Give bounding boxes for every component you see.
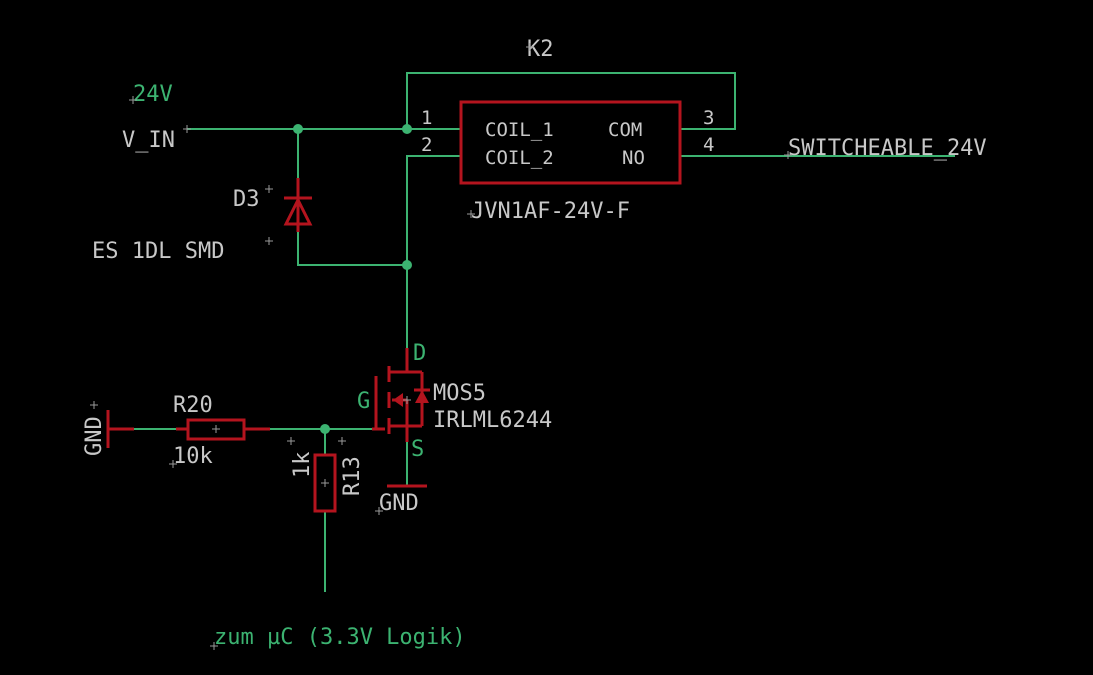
diode-name-label: D3 (233, 187, 260, 212)
ground-bottom[interactable]: GND (379, 484, 427, 516)
relay-pin-4-number: 4 (703, 134, 714, 156)
supply-name-label: V_IN (122, 128, 175, 153)
diode-triangle (283, 196, 313, 226)
origin-cross (90, 401, 98, 409)
input-net-label: zum µC (3.3V Logik) (214, 625, 466, 650)
origin-cross (375, 507, 383, 515)
ground-left[interactable]: GND (82, 410, 134, 456)
relay-pin-3-number: 3 (703, 107, 714, 129)
diode-d3[interactable]: D3 ES 1DL SMD (92, 178, 313, 264)
origin-cross (210, 642, 218, 650)
relay-k2[interactable]: K2 JVN1AF-24V-F 1 2 3 4 COIL_1 COIL_2 CO… (421, 37, 714, 224)
mosfet-value-label: IRLML6244 (433, 408, 552, 433)
junctions (293, 124, 412, 434)
origin-cross (183, 125, 191, 133)
origin-cross (403, 396, 411, 404)
r13-value-label: 1k (290, 452, 315, 479)
origin-cross (265, 237, 273, 245)
origin-cross (287, 437, 295, 445)
diode-value-label: ES 1DL SMD (92, 239, 224, 264)
mosfet-mos5[interactable]: D G S MOS5 IRLML6244 (357, 341, 552, 462)
origin-cross (338, 437, 346, 445)
origin-cross (467, 210, 475, 218)
relay-body (459, 100, 682, 185)
origin-cross (265, 185, 273, 193)
mosfet-arrow (393, 393, 403, 407)
junction-dot (402, 260, 412, 270)
origin-markers (90, 43, 792, 650)
origin-cross (129, 96, 137, 104)
junction-dot (320, 424, 330, 434)
gnd-bottom-label: GND (379, 491, 419, 516)
mosfet-pin-s-label: S (411, 437, 424, 462)
mosfet-pin-d-label: D (413, 341, 426, 366)
junction-dot (402, 124, 412, 134)
wires (134, 72, 955, 592)
net-drain-wire (406, 155, 461, 348)
origin-cross (784, 151, 792, 159)
resistor-r13[interactable]: R13 1k (290, 452, 365, 513)
relay-value-label: JVN1AF-24V-F (471, 199, 630, 224)
r13-body (313, 453, 337, 513)
mosfet-pin-g-label: G (357, 389, 370, 414)
relay-coil1-label: COIL_1 (485, 119, 554, 141)
resistor-r20[interactable]: R20 10k (173, 393, 270, 469)
r13-name-label: R13 (340, 456, 365, 496)
r20-value-label: 10k (173, 444, 213, 469)
origin-cross (526, 43, 534, 51)
net-com-loop-wire (406, 72, 736, 130)
relay-coil2-label: COIL_2 (485, 147, 554, 169)
net-diode-wire (297, 129, 407, 266)
supply-value-label: 24V (133, 82, 173, 107)
r20-name-label: R20 (173, 393, 213, 418)
gnd-left-label: GND (82, 416, 107, 456)
output-net-label: SWITCHEABLE_24V (788, 136, 987, 161)
junction-dot (293, 124, 303, 134)
origin-cross (169, 460, 177, 468)
mosfet-body-diode (415, 390, 429, 403)
relay-pin-2-number: 2 (421, 134, 432, 156)
relay-pin-1-number: 1 (421, 107, 432, 129)
relay-name-label: K2 (527, 37, 554, 62)
relay-com-label: COM (608, 119, 642, 141)
origin-cross (321, 479, 329, 487)
mosfet-name-label: MOS5 (433, 381, 486, 406)
origin-cross (212, 425, 220, 433)
r20-body (186, 418, 246, 441)
relay-no-label: NO (622, 147, 645, 169)
